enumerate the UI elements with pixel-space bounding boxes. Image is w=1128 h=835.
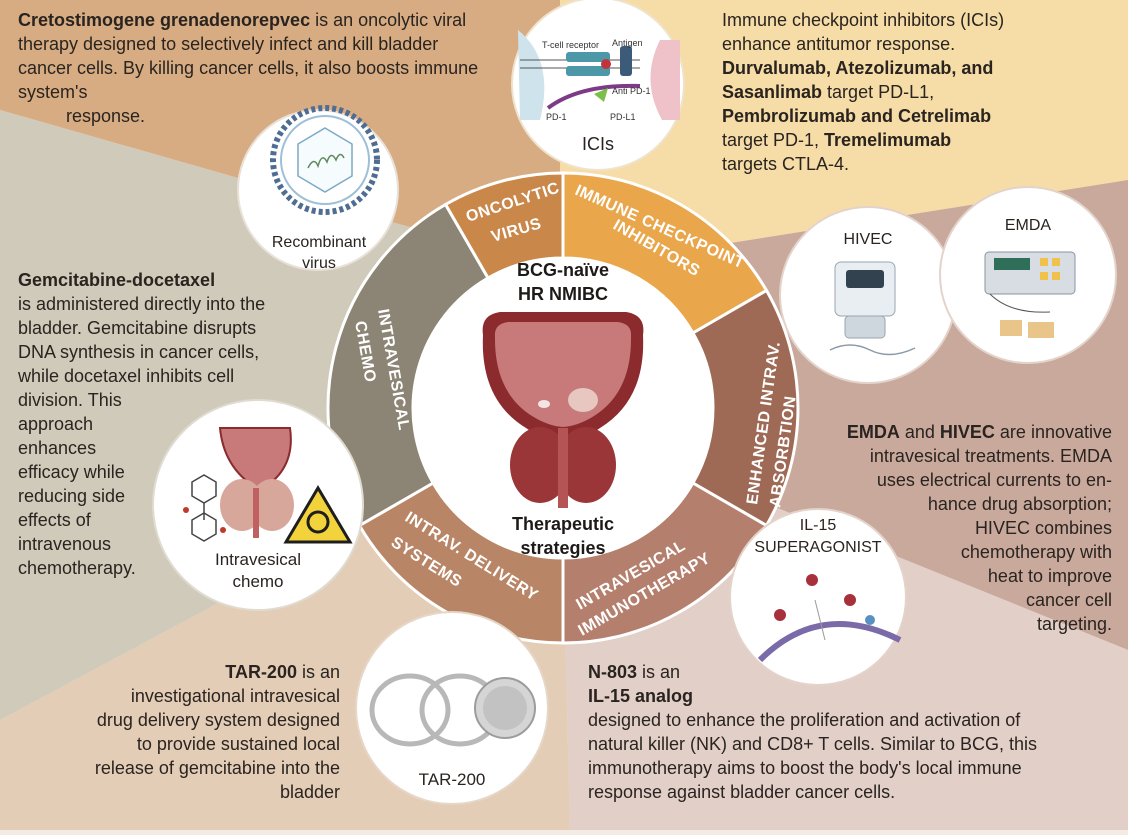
virus-panel-text: Cretostimogene grenadenorepvec is an onc…: [18, 8, 488, 128]
virus-panel-body: is an oncolytic viral therapy designed t…: [18, 10, 479, 102]
tar-panel-bold: TAR-200: [225, 662, 297, 682]
emda-panel-b2: HIVEC: [939, 422, 995, 442]
ici-panel-bold3: Pembrolizumab and Cetrelimab: [722, 106, 992, 126]
hivec-circle: HIVEC: [779, 206, 957, 384]
ici-circle: T-cell receptor Antigen Anti PD-1 PD-1 P…: [511, 0, 685, 171]
tar-panel-l5: release of gemcitabine into the: [94, 758, 340, 778]
ici-diagram-icon: [518, 30, 680, 120]
emda-label: EMDA: [1005, 217, 1052, 234]
center-title-1: BCG-naïve: [517, 260, 609, 280]
virus-circle: Recombinant virus: [237, 105, 399, 272]
n803-panel-bold2: IL-15 analog: [588, 686, 694, 706]
chemo-bladder-icon: [218, 427, 294, 538]
chemo-circle: Intravesical chemo: [152, 399, 364, 611]
emda-panel-l9: targeting.: [1036, 614, 1112, 634]
chemo-panel-l1: is administered directly into the: [18, 294, 266, 314]
chemo-panel-l5: division. This: [18, 390, 122, 410]
tar-device-icon: [369, 673, 536, 747]
tar-panel-p1: is an: [296, 662, 340, 682]
bladder-illustration: [482, 312, 644, 508]
ici-panel-plain4: targets CTLA-4.: [722, 154, 850, 174]
chemo-panel-l12: chemotherapy.: [18, 558, 136, 578]
chemo-panel-l6: approach: [18, 414, 94, 434]
ici-panel-bold1: Durvalumab, Atezolizumab, and: [722, 58, 994, 78]
ici-panel-plain2: target PD-L1,: [822, 82, 935, 102]
n803-panel-p1: is an: [637, 662, 681, 682]
n803-panel-bold1: N-803: [588, 662, 638, 682]
chemo-panel-l3: DNA synthesis in cancer cells,: [18, 342, 260, 362]
chemo-panel-text: Gemcitabine-docetaxel is administered di…: [18, 268, 318, 580]
il15-label-2: SUPERAGONIST: [754, 539, 881, 556]
n803-panel-text: N-803 is an IL-15 analog designed to enh…: [588, 660, 1108, 804]
emda-panel-l4: hance drug absorption;: [927, 494, 1112, 514]
chemo-panel-l4: while docetaxel inhibits cell: [18, 366, 235, 386]
ici-panel-line2: enhance antitumor response.: [722, 34, 956, 54]
tar-panel-l6: bladder: [279, 782, 340, 802]
chemo-panel-l10: effects of: [18, 510, 91, 530]
ici-tcell-label: T-cell receptor: [542, 40, 599, 50]
ici-panel-plain3: target PD-1,: [722, 130, 825, 150]
ici-panel-line1: Immune checkpoint inhibitors (ICIs): [722, 10, 1005, 30]
virus-label-1: Recombinant: [272, 234, 367, 251]
virus-label-2: virus: [302, 255, 336, 272]
emda-panel-l6: chemotherapy with: [960, 542, 1112, 562]
ici-label: ICIs: [582, 134, 614, 154]
emda-panel-l2: intravesical treatments. EMDA: [869, 446, 1112, 466]
emda-panel-p2: are innovative: [994, 422, 1112, 442]
emda-panel-l5: HIVEC combines: [974, 518, 1112, 538]
hivec-device-icon: [829, 261, 916, 356]
n803-panel-l5: immunotherapy aims to boost the body's l…: [588, 758, 1022, 778]
emda-panel-p1: and: [899, 422, 940, 442]
chemo-panel-l9: reducing side: [18, 486, 126, 506]
chemo-panel-l8: efficacy while: [18, 462, 125, 482]
chemo-panel-bold: Gemcitabine-docetaxel: [18, 270, 216, 290]
molecule-icon: [183, 474, 226, 542]
virus-panel-bold: Cretostimogene grenadenorepvec: [18, 10, 311, 30]
tar-panel-l2: investigational intravesical: [130, 686, 340, 706]
chemo-panel-l7: enhances: [18, 438, 97, 458]
hivec-label: HIVEC: [844, 231, 893, 248]
biohazard-icon: [283, 485, 353, 544]
emda-panel-b1: EMDA: [846, 422, 900, 442]
ici-pdl1-label: PD-L1: [610, 112, 636, 122]
virus-icon: [270, 105, 380, 215]
emda-panel-l8: cancer cell: [1025, 590, 1112, 610]
tar-circle: TAR-200: [355, 611, 549, 805]
tar-panel-text: TAR-200 is an investigational intravesic…: [20, 660, 340, 804]
emda-panel-l3: uses electrical currents to en-: [876, 470, 1112, 490]
emda-panel-text: EMDA and HIVEC are innovative intravesic…: [800, 420, 1112, 636]
virus-panel-body-2: response.: [66, 106, 146, 126]
ici-panel-text: Immune checkpoint inhibitors (ICIs) enha…: [722, 8, 1122, 176]
center-title-2: HR NMIBC: [518, 284, 608, 304]
ici-panel-bold4: Tremelimumab: [824, 130, 952, 150]
chemo-circle-label-1: Intravesical: [215, 550, 301, 569]
ici-pd1-label: PD-1: [546, 112, 567, 122]
il15-circle: IL-15 SUPERAGONIST: [729, 508, 907, 686]
chemo-panel-l2: bladder. Gemcitabine disrupts: [18, 318, 257, 338]
ici-panel-bold2: Sasanlimab: [722, 82, 823, 102]
emda-circle: EMDA: [939, 186, 1117, 364]
n803-panel-l4: natural killer (NK) and CD8+ T cells. Si…: [588, 734, 1037, 754]
tar-panel-l4: to provide sustained local: [136, 734, 340, 754]
chemo-panel-l11: intravenous: [18, 534, 112, 554]
center-bottom-2: strategies: [520, 538, 605, 558]
ici-antipd1-label: Anti PD-1: [612, 86, 651, 96]
il15-label-1: IL-15: [800, 517, 837, 534]
n803-panel-l3: designed to enhance the proliferation an…: [588, 710, 1021, 730]
ici-antigen-label: Antigen: [612, 38, 643, 48]
emda-panel-l7: heat to improve: [987, 566, 1112, 586]
tar-panel-l3: drug delivery system designed: [96, 710, 340, 730]
chemo-circle-label-2: chemo: [232, 572, 283, 591]
tar-label: TAR-200: [419, 770, 486, 789]
emda-device-icon: [984, 251, 1076, 338]
il15-diagram-icon: [757, 574, 902, 663]
n803-panel-l6: response against bladder cancer cells.: [588, 782, 896, 802]
center-bottom-1: Therapeutic: [512, 514, 614, 534]
